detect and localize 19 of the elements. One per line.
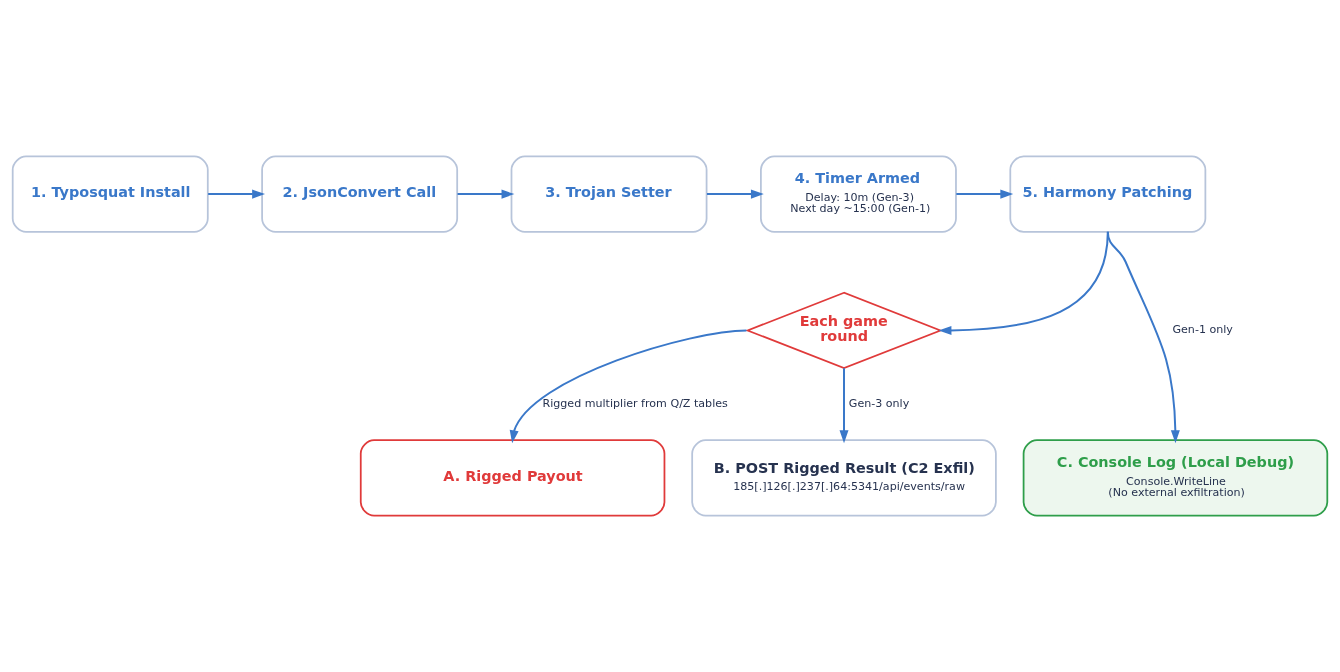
edge-label: Rigged multiplier from Q/Z tables [542, 396, 728, 410]
arrow [207, 189, 266, 199]
node-box: B. POST Rigged Result (C2 Exfil) 185[.]126[.]237[.]64:5341/api/events/raw [691, 439, 997, 517]
arrow [839, 367, 849, 444]
node-box: 1. Typosquat Install [11, 155, 209, 233]
node-diamond: Each game round [745, 291, 943, 370]
edge-label: Gen-1 only [1172, 323, 1233, 337]
node-box: 2. JsonConvert Call [261, 155, 459, 233]
arrow [955, 189, 1014, 199]
node-box: 3. Trojan Setter [510, 155, 708, 233]
edge-label: Gen-3 only [848, 396, 910, 410]
arrow [456, 189, 515, 199]
node-box: 5. Harmony Patching [1009, 155, 1207, 233]
arrow [509, 329, 748, 444]
arrow [705, 189, 764, 199]
node-box: C. Console Log (Local Debug) Console.WriteLine (No external exfiltration) [1022, 439, 1329, 517]
node-box: 4. Timer Armed Delay: 10m (Gen-3) Next day ~15:00 (Gen-1) [760, 155, 957, 233]
node-box: A. Rigged Payout [359, 439, 666, 517]
arrow [1106, 230, 1180, 444]
